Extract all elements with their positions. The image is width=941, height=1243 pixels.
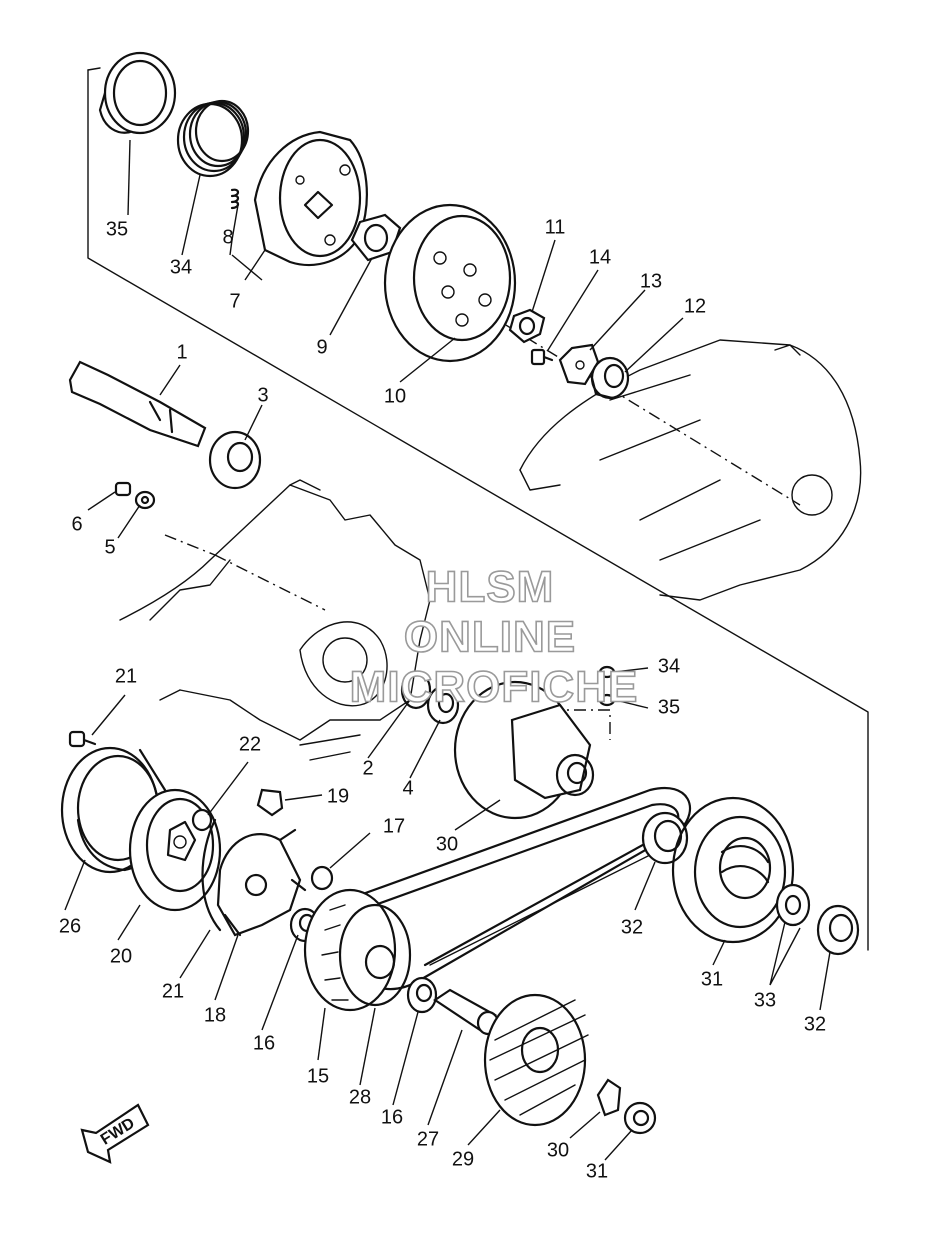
label-33: 33 <box>754 989 776 1011</box>
watermark: HLSM ONLINE MICROFICHE <box>349 562 639 713</box>
part-12-bearing <box>590 356 630 400</box>
part-28-clip <box>596 1078 622 1117</box>
label-6: 6 <box>71 513 82 535</box>
part-18-cam-plate <box>216 828 307 937</box>
label-27: 29 <box>452 1148 474 1170</box>
label-20: 21 <box>162 980 184 1002</box>
label-14: 14 <box>589 246 611 268</box>
part-31-primary-pulley <box>671 796 795 944</box>
label-36: 34 <box>170 256 192 278</box>
label-10: 10 <box>384 385 406 407</box>
part-16-seal-right <box>406 976 438 1014</box>
part-20-ring <box>201 818 222 932</box>
part-8-small-spring <box>230 188 240 210</box>
label-29: 31 <box>586 1160 608 1182</box>
part-11-nut <box>508 308 546 344</box>
label-1: 1 <box>176 341 187 363</box>
label-22: 21 <box>115 665 137 687</box>
label-12: 12 <box>684 295 706 317</box>
crankcase-outline <box>119 479 431 761</box>
label-24: 26 <box>59 915 81 937</box>
label-19: 19 <box>327 785 349 807</box>
part-4-seal <box>426 685 460 725</box>
label-7: 7 <box>229 290 240 312</box>
watermark-line-1: HLSM <box>426 563 555 612</box>
part-27-fan-pulley <box>483 993 589 1127</box>
part-22-bolt <box>68 730 97 748</box>
part-30-secondary-sheave <box>453 680 595 820</box>
label-11: 11 <box>545 216 566 238</box>
label-13: 13 <box>640 270 662 292</box>
part-19-slider <box>256 788 284 817</box>
label-34: 34 <box>658 655 680 677</box>
label-21: 20 <box>110 945 132 967</box>
part-3-bearing <box>208 430 262 490</box>
label-9: 9 <box>316 336 327 358</box>
part-32-seal-upper <box>641 811 689 865</box>
part-17-roller <box>310 865 334 891</box>
part-7-clutch-carrier <box>253 130 368 266</box>
label-25: 27 <box>417 1128 439 1150</box>
label-26: 28 <box>349 1086 371 1108</box>
part-34-pin <box>598 665 616 679</box>
part-36-spring <box>176 99 250 178</box>
leader-lines <box>64 139 831 1161</box>
label-16a: 16 <box>253 1032 275 1054</box>
label-32a: 32 <box>621 916 643 938</box>
label-35: 35 <box>658 696 680 718</box>
part-5-washer <box>134 490 156 510</box>
label-18: 18 <box>204 1004 226 1026</box>
part-21-clutch-plate <box>128 788 222 912</box>
part-32-seal-lower <box>816 904 860 956</box>
label-5: 5 <box>104 536 115 558</box>
label-23: 22 <box>239 733 261 755</box>
part-6-bolt <box>114 481 132 497</box>
part-33-washers <box>775 883 811 927</box>
label-16b: 16 <box>381 1106 403 1128</box>
label-31: 31 <box>701 968 723 990</box>
label-8: 8 <box>222 226 233 248</box>
part-9-nut <box>350 213 402 262</box>
part-2-circlip <box>400 670 432 710</box>
fwd-arrow: FWD <box>80 1103 150 1164</box>
watermark-line-2: ONLINE <box>404 613 576 662</box>
label-2: 2 <box>362 757 373 779</box>
label-37: 35 <box>106 218 128 240</box>
part-14-bolt <box>530 348 554 366</box>
part-10-clutch-housing <box>383 203 517 363</box>
watermark-line-3: MICROFICHE <box>350 663 639 712</box>
label-4: 4 <box>402 777 413 799</box>
label-15: 15 <box>307 1065 329 1087</box>
part-35-washer <box>598 693 616 707</box>
label-28: 30 <box>547 1139 569 1161</box>
part-29-nut <box>623 1101 657 1135</box>
part-1-shaft <box>68 360 207 448</box>
label-3: 3 <box>257 384 268 406</box>
part-23-ring <box>191 808 213 832</box>
part-labels: 35 34 8 7 9 10 11 14 13 12 1 3 6 5 21 22… <box>59 216 826 1182</box>
crankcase-cover-outline <box>519 339 862 601</box>
label-32b: 32 <box>804 1013 826 1035</box>
label-17: 17 <box>383 815 405 837</box>
part-25-collar <box>433 988 500 1036</box>
label-30: 30 <box>436 833 458 855</box>
part-15-26-clutch-drum <box>303 888 412 1012</box>
part-37-bushing <box>98 51 177 135</box>
